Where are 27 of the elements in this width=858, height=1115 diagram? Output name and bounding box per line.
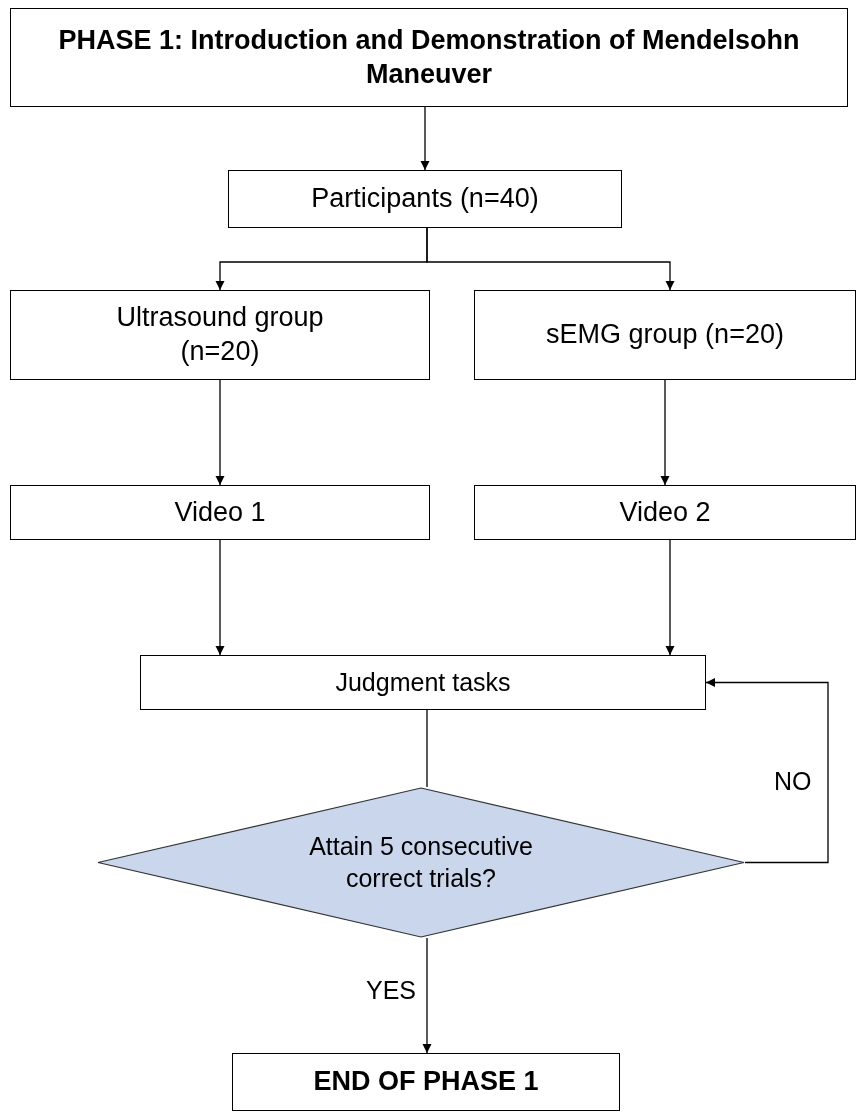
connector-line xyxy=(426,709,428,788)
node-text: Participants (n=40) xyxy=(311,182,539,216)
node-text: Video 1 xyxy=(174,495,266,529)
process-box xyxy=(10,8,848,107)
arrow xyxy=(420,106,430,171)
arrow xyxy=(215,379,225,486)
decision-diamond xyxy=(97,787,745,938)
arrow xyxy=(665,539,675,656)
node-text: Judgment tasks xyxy=(335,666,511,698)
arrow xyxy=(215,539,225,656)
node-text: PHASE 1: Introduction and Demonstration of Mendelsohn Maneuver xyxy=(57,23,801,91)
process-box xyxy=(228,170,622,228)
node-text: END OF PHASE 1 xyxy=(313,1065,539,1099)
process-box xyxy=(474,290,856,380)
process-box xyxy=(140,655,706,710)
arrow xyxy=(660,379,670,486)
process-box xyxy=(10,485,430,540)
node-text: Attain 5 consecutive correct trials? xyxy=(308,831,534,894)
arrow xyxy=(705,677,829,864)
node-text: Video 2 xyxy=(619,495,711,529)
arrow xyxy=(426,227,675,291)
process-box xyxy=(10,290,430,380)
process-box xyxy=(474,485,856,540)
node-text: sEMG group (n=20) xyxy=(546,318,784,352)
arrow xyxy=(422,937,432,1054)
node-text: Ultrasound group (n=20) xyxy=(115,301,325,368)
process-box xyxy=(232,1053,620,1111)
